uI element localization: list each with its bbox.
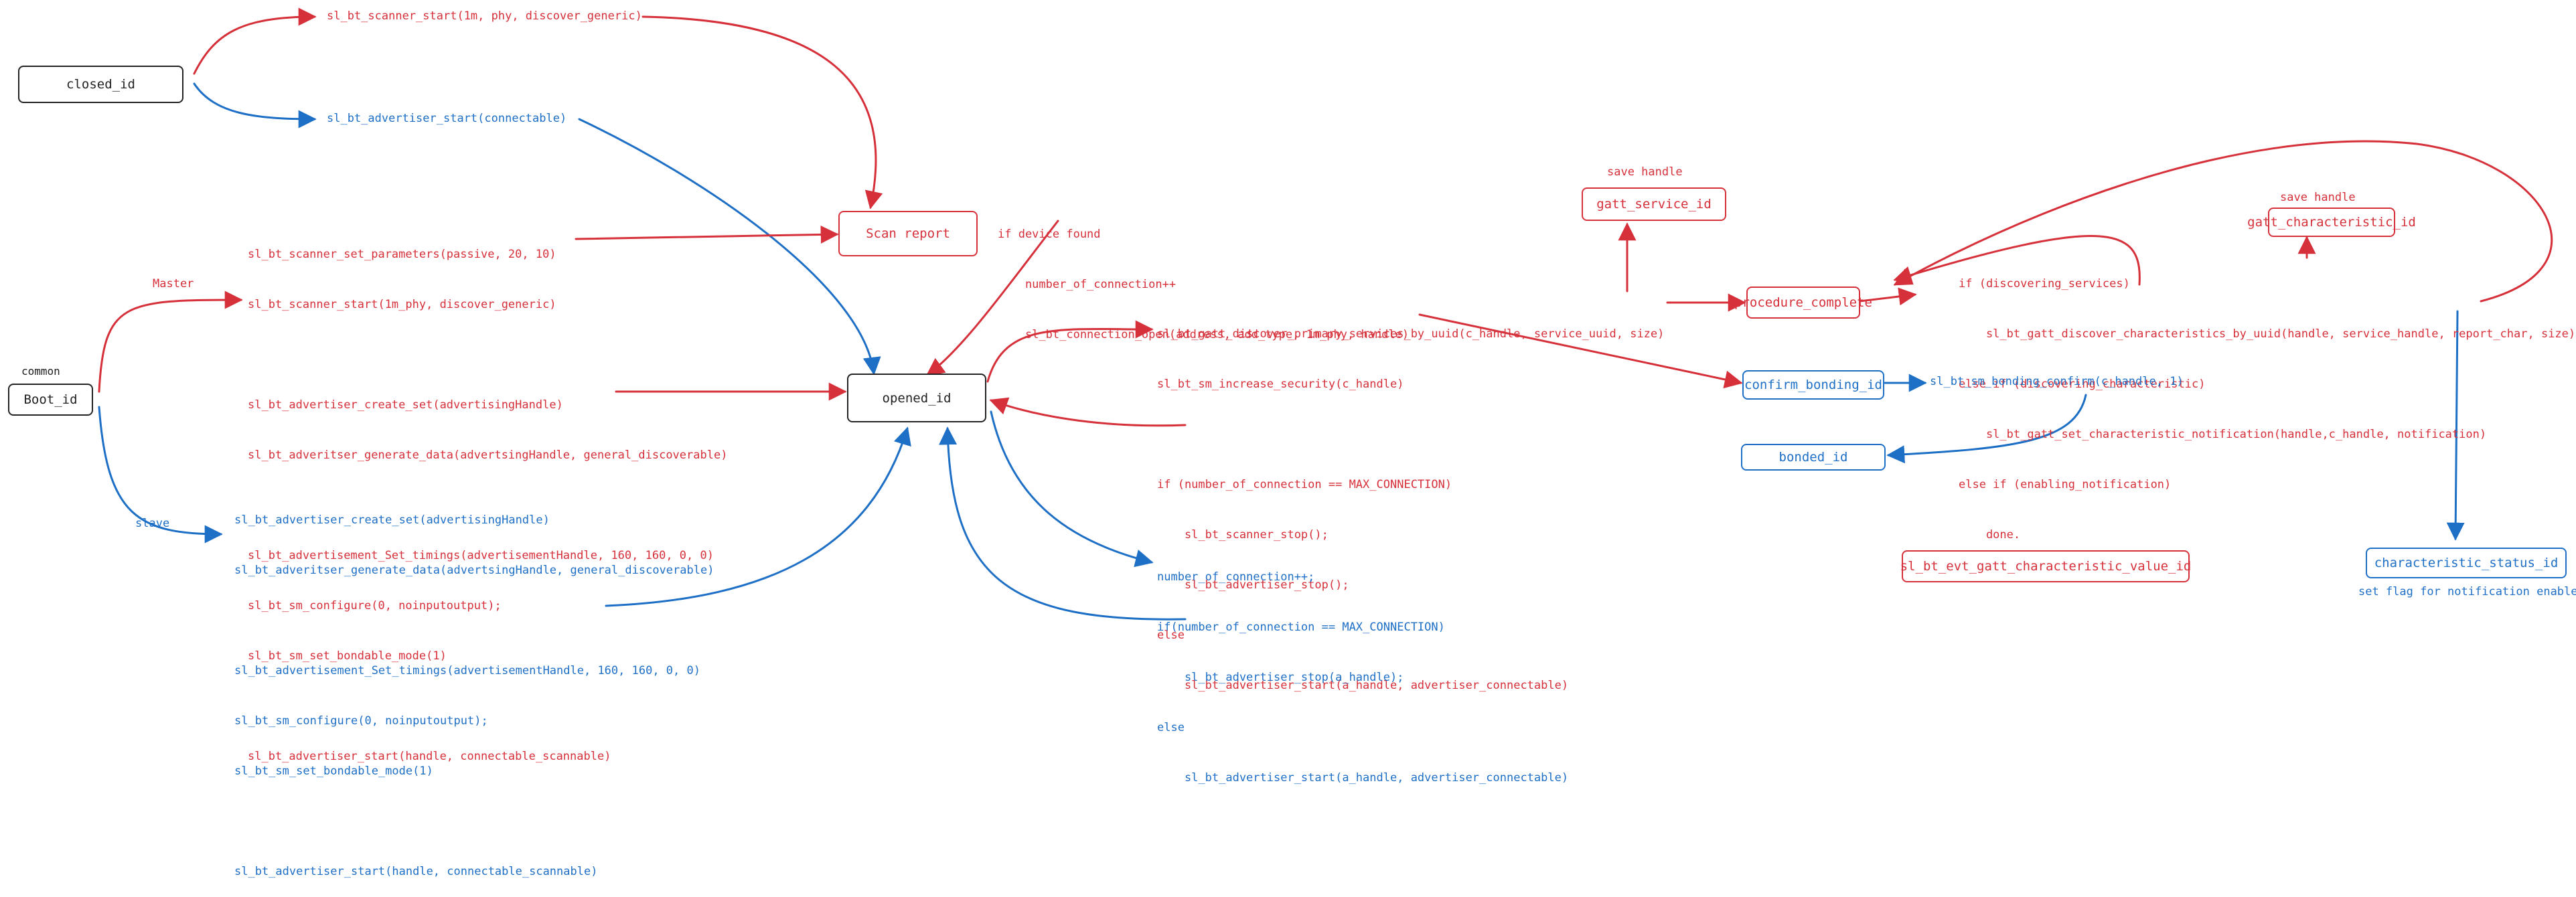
code-line bbox=[234, 613, 714, 629]
arrow-boot-to-slave bbox=[98, 406, 223, 544]
code-slave-block: sl_bt_advertiser_create_set(advertisingH… bbox=[234, 479, 714, 897]
code-line: sl_bt_sm_set_bondable_mode(1) bbox=[234, 764, 433, 778]
code-line: sl_bt_advertiser_start(handle, connectab… bbox=[234, 865, 598, 878]
arrow-scanner-start-to-scan-report bbox=[641, 15, 883, 210]
code-line: sl_bt_scanner_set_parameters(passive, 20… bbox=[248, 248, 556, 261]
arrow-procedure-to-discovery bbox=[1858, 287, 1917, 306]
code-line: sl_bt_advertiser_create_set(advertisingH… bbox=[234, 513, 550, 527]
code-line: if(number_of_connection == MAX_CONNECTIO… bbox=[1157, 621, 1445, 634]
code-line: sl_bt_scanner_start(1m_phy, discover_gen… bbox=[248, 298, 556, 311]
arrow-opened-to-slave-actions bbox=[990, 410, 1154, 568]
code-line: sl_bt_advertiser_start(connectable) bbox=[327, 112, 567, 125]
arrow-opened-to-master-actions bbox=[986, 320, 1154, 383]
arrow-bonding-confirm-to-bonded bbox=[1886, 394, 2087, 464]
code-line bbox=[248, 347, 727, 363]
code-line: sl_bt_advertiser_start(a_handle, adverti… bbox=[1157, 771, 1569, 785]
code-line: sl_bt_scanner_stop(); bbox=[1157, 528, 1329, 542]
arrow-discovery-loop-to-procedure bbox=[1893, 235, 2141, 286]
code-line: sl_bt_adveritser_generate_data(advertsin… bbox=[248, 448, 728, 462]
code-line: number_of_connection++ bbox=[998, 278, 1177, 291]
characteristic-status-id-node: characteristic_status_id bbox=[2366, 548, 2567, 578]
code-line: sl_bt_advertiser_stop(); bbox=[1157, 578, 1349, 592]
code-line: sl_bt_sm_configure(0, noinputoutput); bbox=[234, 714, 488, 728]
code-line: sl_bt_gatt_discover_primary_services_by_… bbox=[1157, 327, 1665, 341]
code-line bbox=[1157, 426, 1664, 443]
arrow-slave-advertiser-to-opened bbox=[605, 426, 911, 607]
code-line: sl_bt_gatt_discover_characteristics_by_u… bbox=[1959, 327, 2576, 341]
gatt-characteristic-id-node: gatt_characteristic_id bbox=[2247, 208, 2416, 237]
diagram-connectors bbox=[98, 7, 2553, 621]
closed-id-node: closed_id bbox=[18, 66, 183, 103]
arrow-slave-else-to-opened bbox=[939, 426, 1187, 621]
label-set-flag: set flag for notification enabled bbox=[2358, 585, 2576, 598]
code-discovery: if (discovering_services) sl_bt_gatt_dis… bbox=[1959, 242, 2575, 560]
arrow-notification-loop bbox=[1893, 140, 2553, 303]
code-line: else bbox=[1157, 721, 1185, 734]
code-line: sl_bt_advertiser_stop(a_handle); bbox=[1157, 671, 1404, 684]
bonded-id-node: bonded_id bbox=[1741, 444, 1886, 471]
code-line: sl_bt_advertiser_create_set(advertisingH… bbox=[248, 398, 563, 412]
code-line: number_of_connection++; bbox=[1157, 570, 1315, 584]
arrow-advertiser-start-to-opened bbox=[578, 118, 881, 376]
code-line: done. bbox=[1959, 528, 2021, 542]
code-line: sl_bt_sm_bonding_confirm(c_handle, 1) bbox=[1930, 375, 2184, 388]
code-line: if device found bbox=[998, 228, 1101, 241]
arrow-master-scanner-to-scan-report bbox=[575, 225, 839, 244]
characteristic-value-id-node: sl_bt_evt_gatt_characteristic_value_id bbox=[1900, 550, 2191, 582]
code-line: sl_bt_sm_configure(0, noinputoutput); bbox=[248, 599, 502, 613]
label-slave: slave bbox=[135, 517, 170, 530]
arrow-notification-to-status bbox=[2446, 310, 2465, 541]
code-line: sl_bt_sm_increase_security(c_handle) bbox=[1157, 378, 1404, 391]
code-line: sl_bt_adveritser_generate_data(advertsin… bbox=[234, 564, 714, 577]
code-bonding-confirm: sl_bt_sm_bonding_confirm(c_handle, 1) bbox=[1930, 374, 2184, 390]
code-master-block: sl_bt_scanner_set_parameters(passive, 20… bbox=[248, 213, 727, 782]
opened-id-node: opened_id bbox=[847, 374, 986, 422]
label-master: Master bbox=[153, 277, 194, 291]
arrow-closed-to-scanner-start bbox=[193, 7, 317, 75]
label-save-handle-service: save handle bbox=[1607, 165, 1683, 179]
code-line: else if (discovering_characteristic) bbox=[1959, 378, 2206, 391]
code-line bbox=[234, 813, 714, 830]
label-save-handle-characteristic: save handle bbox=[2280, 191, 2356, 204]
code-line: if (discovering_services) bbox=[1959, 277, 2130, 291]
code-line: sl_bt_scanner_start(1m, phy, discover_ge… bbox=[327, 9, 642, 23]
code-line: sl_bt_connection_open(address, add_type,… bbox=[998, 328, 1410, 341]
procedure-complete-node: procedure_complete bbox=[1734, 287, 1872, 319]
boot-id-node: Boot_id bbox=[8, 384, 93, 416]
code-scanner-start: sl_bt_scanner_start(1m, phy, discover_ge… bbox=[327, 8, 642, 25]
code-line: sl_bt_advertisement_Set_timings(advertis… bbox=[234, 664, 700, 677]
scan-report-node: Scan report bbox=[838, 211, 978, 256]
confirm-bonding-id-node: confirm_bonding_id bbox=[1742, 370, 1884, 400]
arrow-device-found-to-opened bbox=[925, 220, 1059, 376]
label-common: common bbox=[21, 365, 60, 378]
gatt-service-id-node: gatt_service_id bbox=[1582, 187, 1726, 221]
code-advertiser-start-connectable: sl_bt_advertiser_start(connectable) bbox=[327, 110, 566, 127]
code-line: if (number_of_connection == MAX_CONNECTI… bbox=[1157, 478, 1452, 491]
code-line: sl_bt_advertisement_Set_timings(advertis… bbox=[248, 549, 714, 562]
code-device-found: if device found number_of_connection++ s… bbox=[998, 193, 1409, 360]
arrow-master-else-to-opened bbox=[989, 397, 1187, 427]
code-opened-slave: number_of_connection++; if(number_of_con… bbox=[1157, 536, 1568, 803]
arrow-boot-to-master bbox=[98, 291, 243, 393]
arrow-security-to-confirm-bonding bbox=[1418, 313, 1743, 389]
code-line: else if (enabling_notification) bbox=[1959, 478, 2172, 491]
code-line: sl_bt_gatt_set_characteristic_notificati… bbox=[1959, 428, 2487, 441]
arrow-closed-to-advertiser-start bbox=[193, 82, 317, 129]
